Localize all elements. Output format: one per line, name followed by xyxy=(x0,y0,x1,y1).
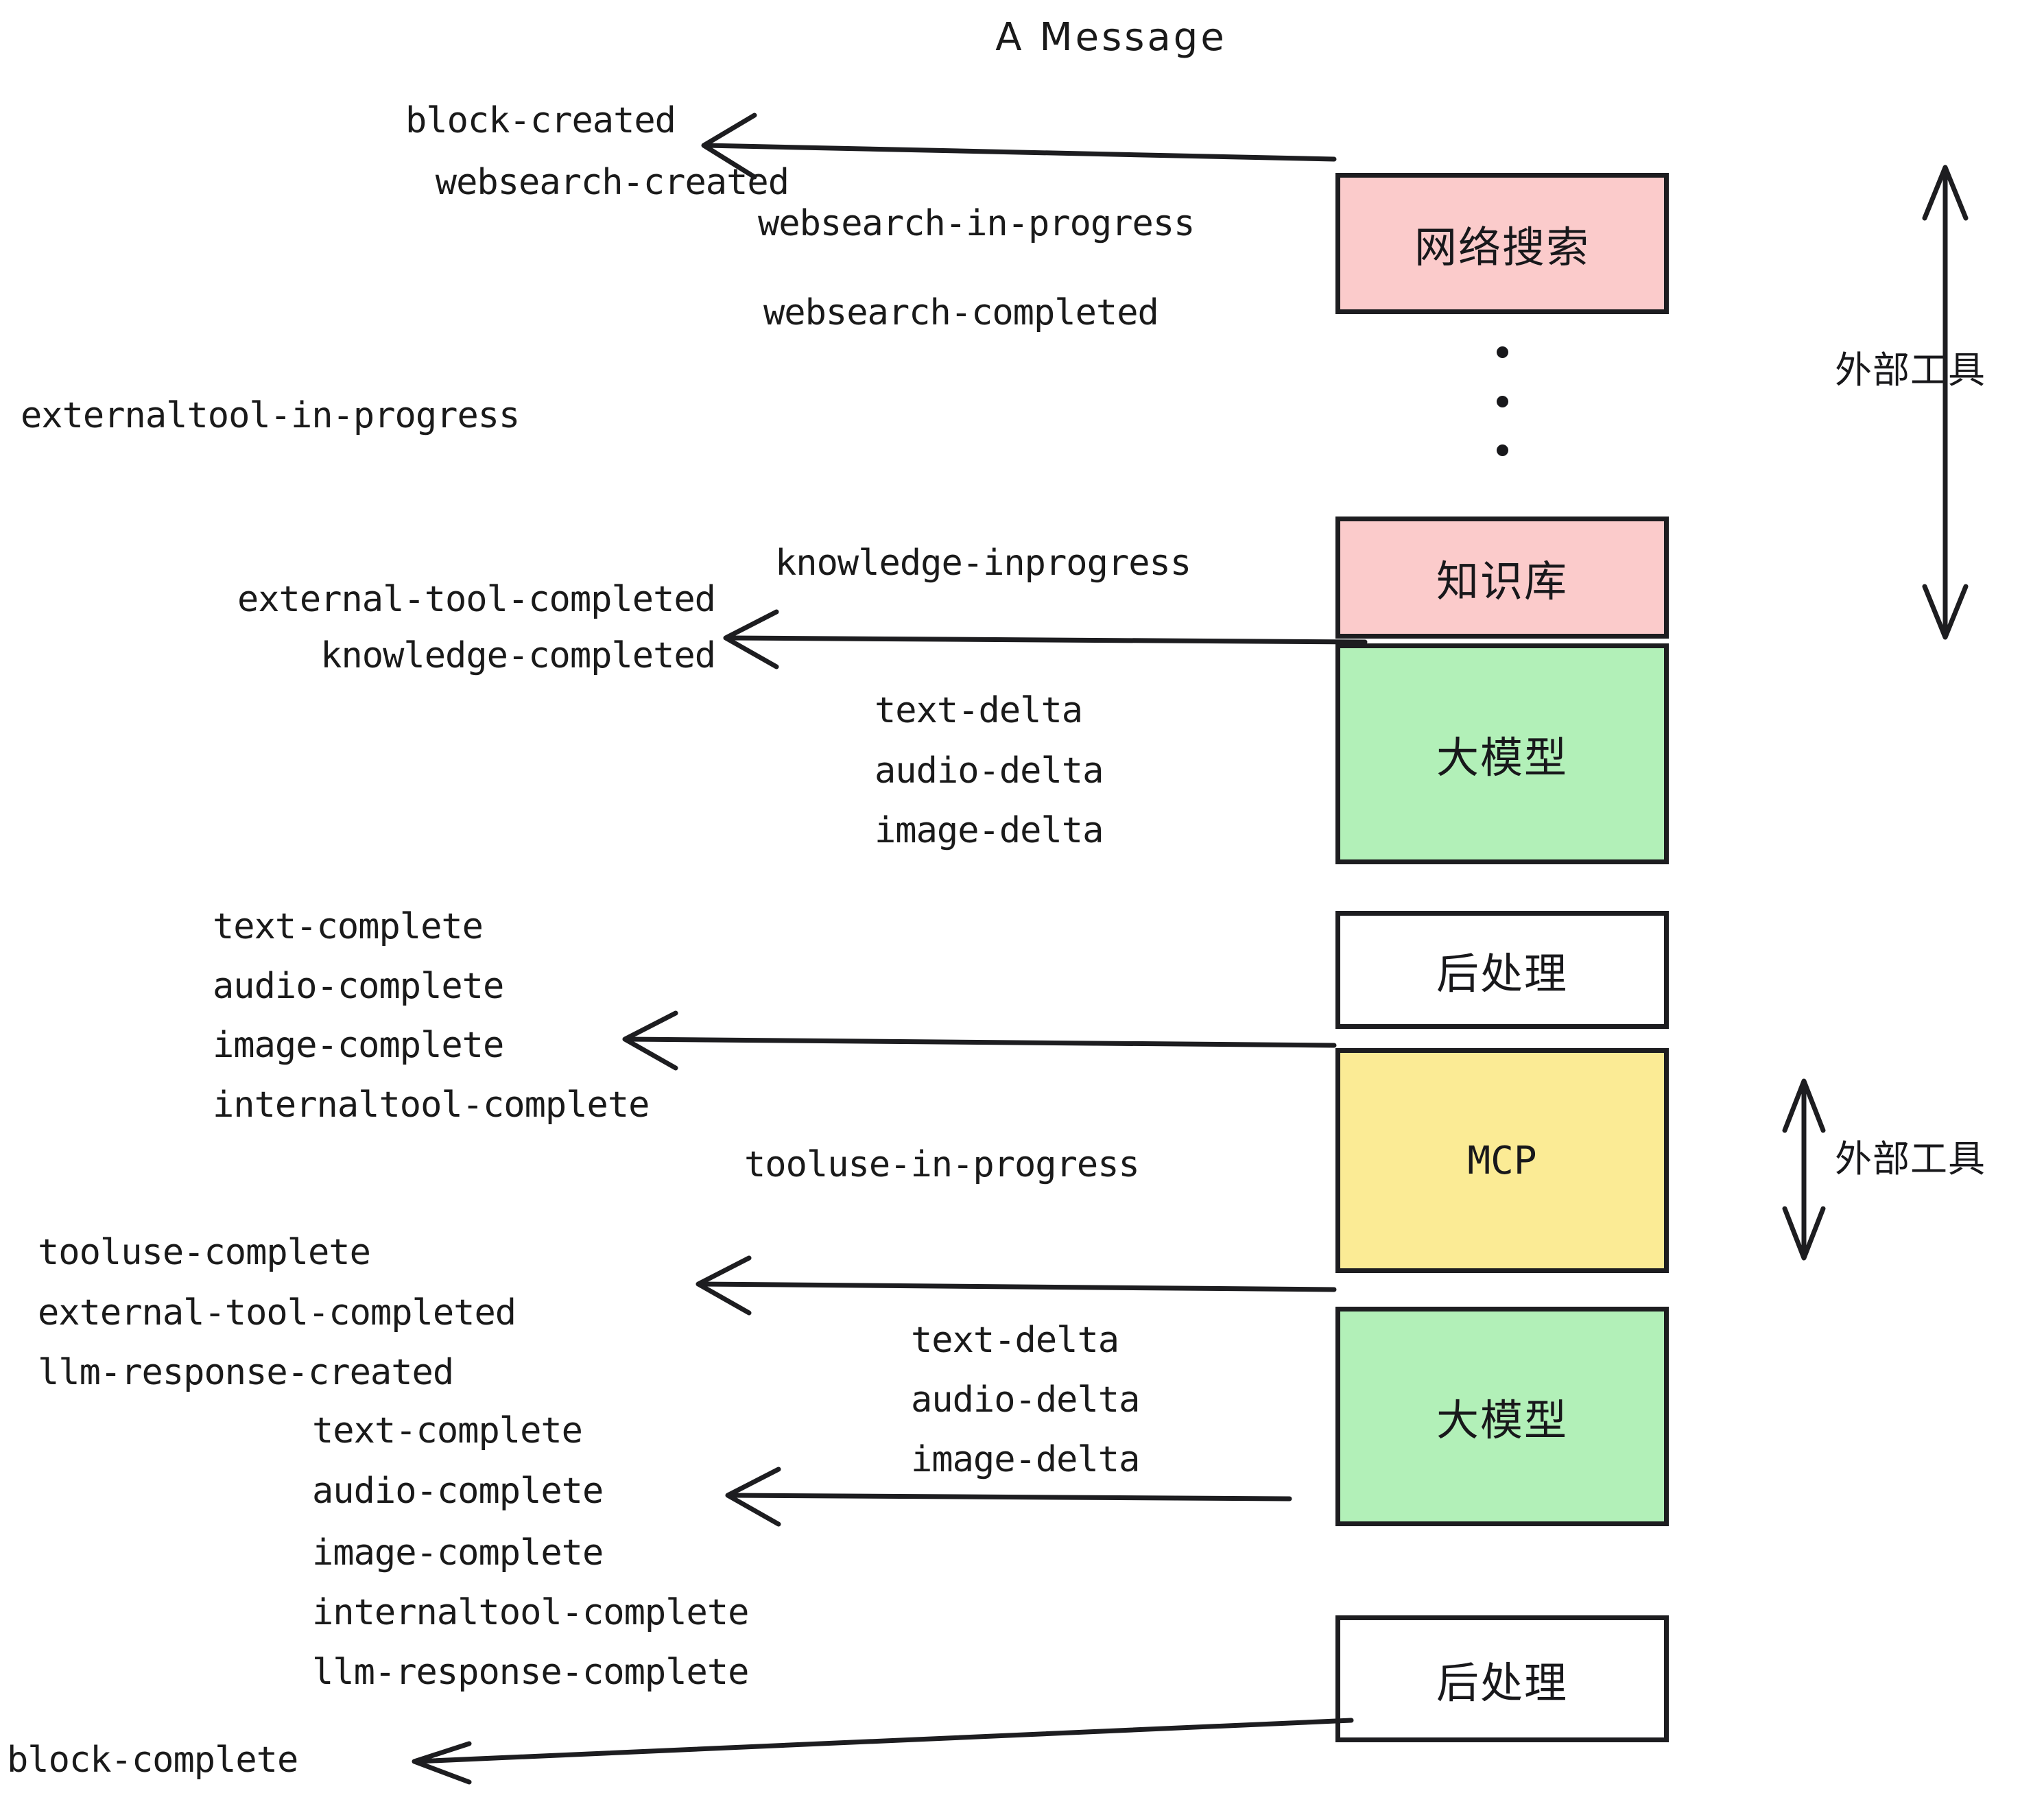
event-knowledge-inprogress: knowledge-inprogress xyxy=(775,543,1191,584)
event-externaltool-in-progress: externaltool-in-progress xyxy=(21,395,520,436)
ellipsis-dot xyxy=(1496,395,1508,407)
event-image-complete-1: image-complete xyxy=(213,1025,504,1066)
node-websearch[interactable]: 网络搜索 xyxy=(1335,173,1669,314)
arrow-postprocess2-to-block-complete xyxy=(412,1718,1354,1785)
bracket-external-tool-bottom xyxy=(1782,1078,1826,1261)
event-internaltool-complete-2: internaltool-complete xyxy=(312,1592,749,1633)
arrow-knowledge-to-events xyxy=(723,609,1368,669)
event-websearch-completed: websearch-completed xyxy=(763,292,1159,333)
node-knowledge-label: 知识库 xyxy=(1436,556,1568,606)
node-llm-1-label: 大模型 xyxy=(1436,733,1568,783)
node-llm-2-label: 大模型 xyxy=(1436,1395,1568,1445)
node-postprocess-2[interactable]: 后处理 xyxy=(1335,1615,1669,1742)
node-postprocess-2-label: 后处理 xyxy=(1436,1657,1568,1708)
page-title: A Message xyxy=(995,15,1227,60)
event-websearch-created: websearch-created xyxy=(435,162,789,203)
event-image-delta-1: image-delta xyxy=(875,810,1104,851)
event-text-delta-1: text-delta xyxy=(875,690,1083,731)
node-websearch-label: 网络搜索 xyxy=(1414,222,1590,272)
event-text-complete-1: text-complete xyxy=(213,906,484,947)
event-external-tool-completed-2: external-tool-completed xyxy=(38,1292,516,1333)
event-tooluse-in-progress: tooluse-in-progress xyxy=(744,1144,1140,1185)
side-label-external-tool-top: 外部工具 xyxy=(1835,348,1986,392)
event-external-tool-completed-1: external-tool-completed xyxy=(237,579,716,620)
event-tooluse-complete: tooluse-complete xyxy=(38,1232,371,1273)
event-audio-complete-2: audio-complete xyxy=(312,1471,604,1512)
arrow-mcp-to-events xyxy=(696,1255,1337,1316)
event-image-delta-2: image-delta xyxy=(911,1439,1140,1480)
node-llm-2[interactable]: 大模型 xyxy=(1335,1307,1669,1526)
event-text-complete-2: text-complete xyxy=(312,1410,583,1451)
event-llm-response-complete: llm-response-complete xyxy=(312,1652,749,1693)
bracket-external-tool-top xyxy=(1922,165,1969,640)
arrow-postprocess1-to-events xyxy=(622,1010,1337,1071)
event-llm-response-created: llm-response-created xyxy=(38,1352,454,1393)
event-internaltool-complete-1: internaltool-complete xyxy=(213,1084,650,1126)
ellipsis-dot xyxy=(1496,444,1508,456)
event-knowledge-completed: knowledge-completed xyxy=(320,635,716,676)
vertical-ellipsis xyxy=(1495,346,1509,456)
event-text-delta-2: text-delta xyxy=(911,1320,1119,1361)
node-llm-1[interactable]: 大模型 xyxy=(1335,643,1669,864)
event-websearch-in-progress: websearch-in-progress xyxy=(758,203,1195,244)
node-knowledge[interactable]: 知识库 xyxy=(1335,517,1669,639)
node-mcp[interactable]: MCP xyxy=(1335,1048,1669,1273)
node-mcp-label: MCP xyxy=(1467,1138,1537,1183)
event-block-created: block-created xyxy=(405,100,676,141)
event-audio-complete-1: audio-complete xyxy=(213,966,504,1007)
event-block-complete: block-complete xyxy=(7,1740,298,1781)
node-postprocess-1[interactable]: 后处理 xyxy=(1335,911,1669,1029)
ellipsis-dot xyxy=(1496,346,1508,358)
event-audio-delta-1: audio-delta xyxy=(875,750,1104,792)
node-postprocess-1-label: 后处理 xyxy=(1436,949,1568,999)
side-label-external-tool-bottom: 外部工具 xyxy=(1835,1137,1986,1180)
event-image-complete-2: image-complete xyxy=(312,1532,604,1574)
arrow-websearch-to-events xyxy=(701,112,1337,180)
event-audio-delta-2: audio-delta xyxy=(911,1379,1140,1421)
